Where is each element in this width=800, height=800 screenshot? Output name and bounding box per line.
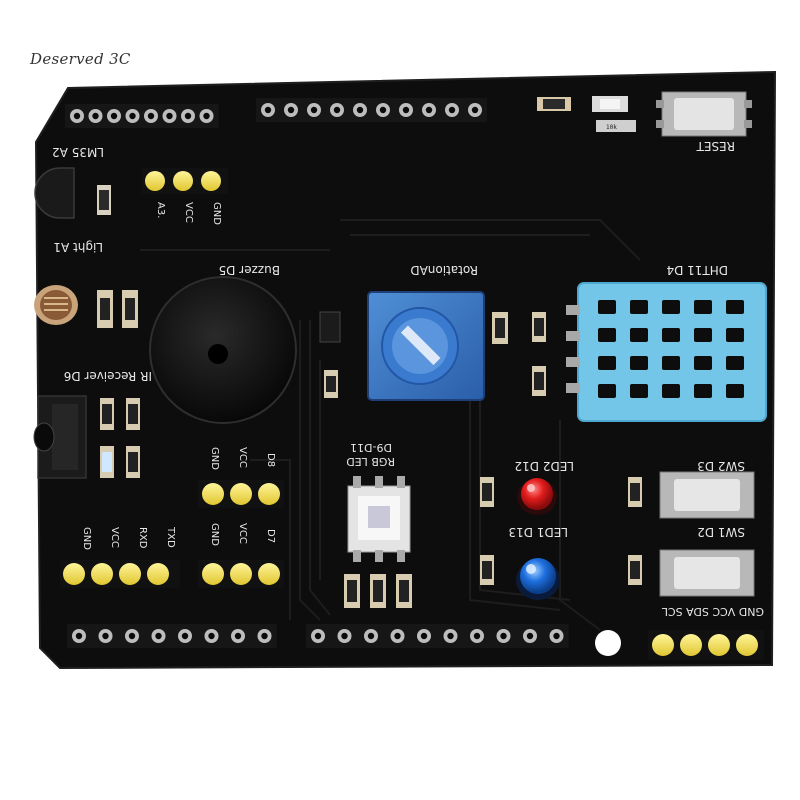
svg-text:103: 103 [101, 302, 108, 313]
dht11-vent [726, 300, 744, 314]
dht11-vent [694, 328, 712, 342]
rgb-pins-label: D9-D11 [350, 441, 392, 454]
lm35-pin-gnd: GND [211, 202, 222, 225]
lm35-header [142, 168, 228, 194]
i2c-pins-label: GND VCC SDA SCL [661, 605, 764, 618]
led1-blue [516, 558, 560, 600]
dht11-vent [726, 356, 744, 370]
reset-label: RESET [696, 139, 735, 153]
dht11-vent [630, 300, 648, 314]
lm35-sensor [34, 167, 75, 219]
buzzer [149, 276, 297, 424]
dht11-vent [694, 356, 712, 370]
top-header-right [256, 98, 487, 122]
lm35-pin-a3: A3. [155, 202, 166, 218]
ir-receiver [33, 395, 87, 479]
led2-label: LED2 D12 [515, 459, 574, 473]
rgb-led [347, 476, 411, 562]
light-label: Light A1 [53, 240, 103, 254]
potentiometer [367, 291, 485, 401]
dht11-sensor [566, 282, 767, 422]
dht11-vent [726, 328, 744, 342]
bottom-header-left [67, 624, 277, 648]
top-header-left [65, 104, 219, 128]
rgb-resistors: 102 221 221 [344, 574, 412, 608]
serial-header [60, 560, 180, 588]
rotation-label: RotationAD [410, 263, 478, 277]
sw2-button [659, 471, 755, 519]
photoresistor [34, 285, 78, 325]
dht11-vent [598, 384, 616, 398]
dht11-vent [726, 384, 744, 398]
dht11-vent [598, 328, 616, 342]
dht11-vent [694, 384, 712, 398]
dht11-vent [662, 384, 680, 398]
d8-header [198, 480, 284, 508]
bottom-header-right [306, 624, 569, 648]
sw2-label: SW2 D3 [697, 459, 745, 473]
d7-pin-vcc: VCC [237, 523, 248, 544]
dht11-vent [662, 300, 680, 314]
watermark: Deserved 3C [30, 50, 131, 68]
rgb-led-label: RGB LED [346, 455, 395, 468]
dht11-label: DHT11 D4 [666, 263, 728, 277]
lm35-pin-vcc: VCC [183, 202, 194, 223]
d7-pin-d7: D7 [265, 529, 276, 543]
pcb-traces [140, 219, 641, 631]
serial-pin-rxd: RXD [137, 527, 148, 549]
sw1-label: SW1 D2 [697, 525, 745, 539]
serial-pin-txd: TXD [165, 526, 176, 548]
dht11-vent [662, 356, 680, 370]
buzzer-label: Buzzer D5 [219, 263, 280, 277]
sw1-button [659, 549, 755, 597]
mounting-hole [595, 630, 621, 656]
ir-receiver-label: IR Receiver D6 [64, 369, 152, 383]
d7-pin-gnd: GND [209, 523, 220, 546]
svg-text:10k: 10k [606, 124, 617, 131]
svg-text:221: 221 [374, 583, 381, 594]
led2-red [517, 478, 557, 515]
dht11-vent [694, 300, 712, 314]
dht11-vent [630, 356, 648, 370]
d8-pin-vcc: VCC [237, 447, 248, 468]
dht11-vent [598, 300, 616, 314]
d8-pin-gnd: GND [209, 447, 220, 470]
svg-text:102: 102 [348, 583, 355, 594]
lm35-label: LM35 A2 [52, 145, 104, 159]
reset-button [656, 91, 752, 137]
svg-text:221: 221 [400, 583, 407, 594]
serial-pin-gnd: GND [81, 527, 92, 550]
dht11-vent [630, 384, 648, 398]
led1-label: LED1 D13 [509, 525, 568, 539]
dht11-vent [662, 328, 680, 342]
i2c-header [648, 630, 764, 660]
d8-pin-d8: D8 [265, 453, 276, 467]
serial-pin-vcc: VCC [109, 527, 120, 548]
dht11-vent [630, 328, 648, 342]
d7-header [198, 560, 284, 588]
dht11-vent [598, 356, 616, 370]
